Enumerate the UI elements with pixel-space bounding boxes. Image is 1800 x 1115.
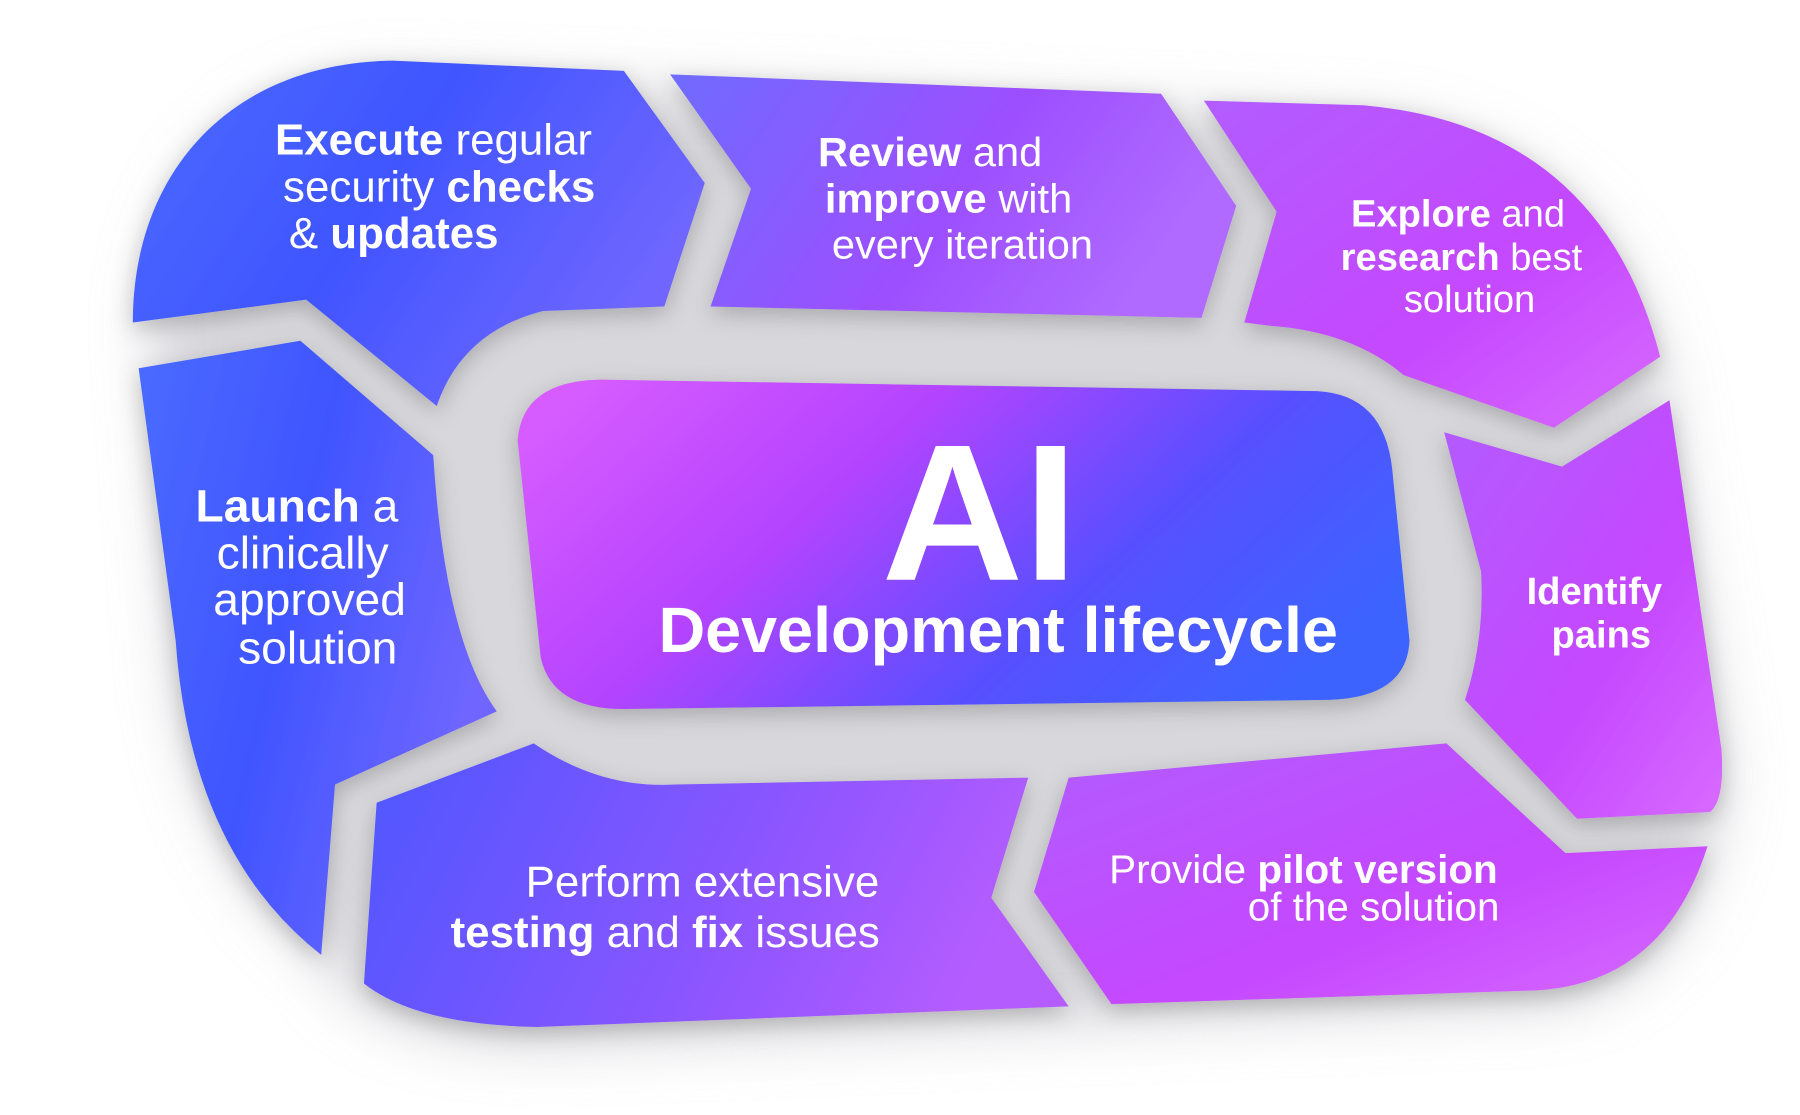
label-perform-text: Perform extensive	[526, 858, 880, 907]
label-execute-line: Execute regular	[275, 116, 592, 165]
label-provide-line: Provide pilot version	[1109, 847, 1498, 892]
label-review-text: improve	[825, 176, 987, 222]
label-explore-line: research best	[1341, 237, 1583, 279]
segment-review	[670, 74, 1237, 318]
label-review-text: every iteration	[832, 222, 1093, 268]
segment-identify	[1444, 400, 1723, 819]
label-perform-text: testing	[451, 908, 595, 957]
segment-explore	[1203, 100, 1661, 428]
label-identify-line: Identify	[1527, 571, 1663, 613]
label-launch-text: solution	[238, 621, 397, 673]
label-launch-line: solution	[238, 621, 397, 673]
label-launch-text: approved	[213, 573, 406, 625]
label-perform-line: testing and fix issues	[451, 908, 880, 957]
label-explore-text: solution	[1404, 279, 1535, 321]
label-review-text: Review	[818, 129, 962, 175]
center-title: AI	[882, 405, 1078, 622]
label-execute-text: checks	[446, 162, 595, 211]
segment-provide	[1034, 743, 1708, 1005]
label-explore-text: and	[1491, 194, 1565, 236]
label-review-line: every iteration	[832, 222, 1093, 268]
label-perform-text: and	[594, 908, 692, 957]
label-review-line: improve with	[825, 176, 1072, 222]
label-explore-text: Explore	[1351, 194, 1491, 236]
center-box	[517, 379, 1410, 710]
label-execute-text: &	[289, 209, 330, 258]
label-perform-text: issues	[743, 908, 880, 957]
label-launch-line: approved	[213, 573, 406, 625]
label-perform-text: fix	[692, 908, 743, 957]
label-identify-text: pains	[1552, 614, 1652, 656]
label-review-line: Review and	[818, 129, 1042, 175]
label-execute-text: security	[283, 162, 446, 211]
label-launch-text: Launch	[196, 480, 360, 532]
label-execute-text: Execute	[275, 116, 443, 165]
label-explore-text: research	[1341, 237, 1500, 279]
segment-execute	[132, 60, 705, 406]
label-launch-line: clinically	[217, 527, 389, 579]
label-explore-line: Explore and	[1351, 194, 1565, 236]
label-execute-line: & updates	[289, 209, 499, 258]
label-identify-text: Identify	[1527, 571, 1663, 613]
label-explore-text: best	[1500, 237, 1583, 279]
label-identify-line: pains	[1552, 614, 1652, 656]
segment-launch	[138, 340, 497, 955]
label-explore-line: solution	[1404, 279, 1535, 321]
label-provide-text: Provide	[1109, 847, 1257, 892]
label-execute-line: security checks	[283, 162, 595, 211]
label-launch-line: Launch a	[196, 480, 399, 532]
label-execute-text: updates	[330, 209, 498, 258]
label-execute-text: regular	[443, 116, 592, 165]
label-launch-text: a	[360, 480, 399, 532]
segment-perform	[363, 743, 1069, 1027]
center-subtitle: Development lifecycle	[658, 594, 1338, 666]
label-launch-text: clinically	[217, 527, 389, 579]
label-provide-text: pilot version	[1257, 847, 1497, 892]
label-review-text: and	[961, 129, 1042, 175]
label-perform-line: Perform extensive	[526, 858, 880, 907]
label-provide-line: of the solution	[1248, 885, 1500, 930]
label-provide-text: of the solution	[1248, 885, 1500, 930]
label-review-text: with	[987, 176, 1073, 222]
